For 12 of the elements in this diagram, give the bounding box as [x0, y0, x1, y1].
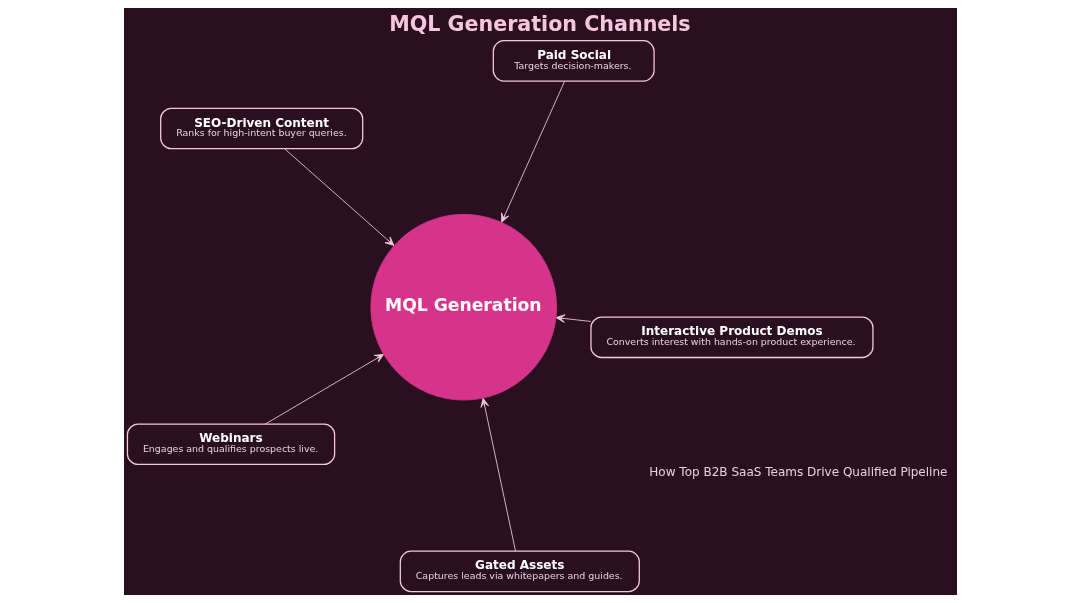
arrow — [500, 81, 565, 223]
label: How Top B2B SaaS Teams Drive Qualified Pipeline — [648, 465, 947, 480]
node-box: Interactive Product Demos Converts interest with hands-on product experience. — [589, 316, 874, 359]
node-box: Gated Assets Captures leads via whitepapers and guides. — [399, 550, 640, 593]
node-box: Webinars Engages and qualifies prospects live. — [126, 423, 335, 466]
arrow — [480, 397, 516, 552]
arrow — [283, 148, 394, 246]
arrow — [264, 353, 384, 425]
arrow — [555, 314, 591, 323]
diagram-title: MQL Generation Channels — [388, 11, 691, 36]
node-box: SEO-Driven Content Ranks for high-intent buyer queries. — [159, 107, 363, 150]
node-box: Paid Social Targets decision-makers. — [492, 40, 655, 82]
